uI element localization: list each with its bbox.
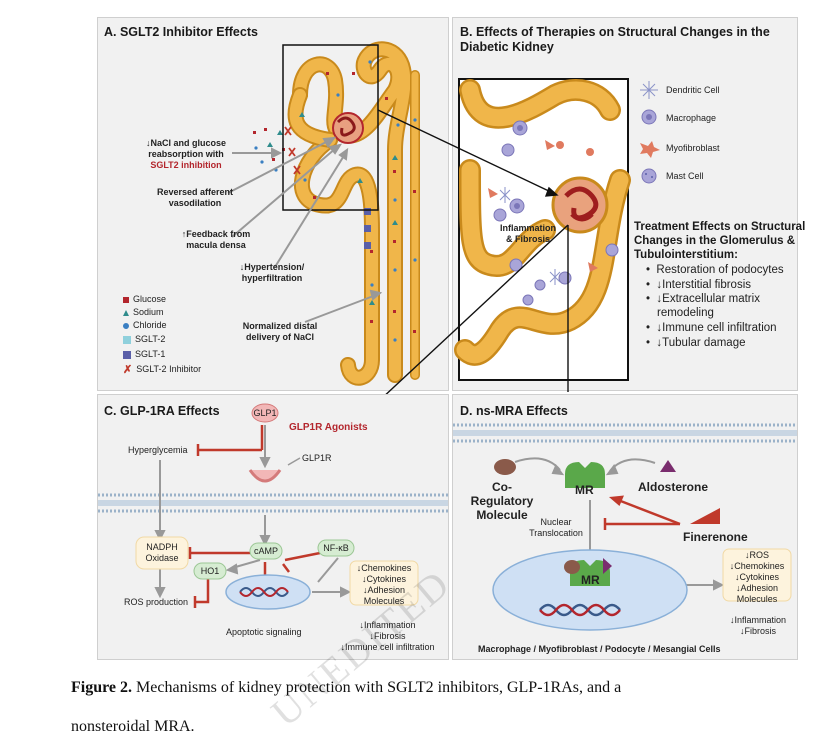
nucleus-d <box>492 549 688 631</box>
zoom-frame-a <box>282 44 379 211</box>
chemokine-box <box>349 560 419 606</box>
legend-glucose: Glucose <box>123 294 166 305</box>
square-icon <box>123 350 131 359</box>
glp1-ligand <box>251 403 279 423</box>
mr-label: MR <box>575 483 594 497</box>
glp1-label: GLP1 <box>253 408 277 418</box>
outcome-label-d: ↓Inflammation↓Fibrosis <box>729 615 787 636</box>
legend-dendritic: Dendritic Cell <box>666 85 720 95</box>
ros-production-label: ROS production <box>124 597 189 607</box>
glp1r-receptor <box>248 469 282 483</box>
legend-chloride: Chloride <box>123 320 167 331</box>
bullet-4: • ↓Immune cell infiltration <box>646 322 777 334</box>
panel-b-title: B. Effects of Therapies on Structural Ch… <box>460 25 770 54</box>
nadph-node <box>135 536 189 570</box>
camp-node <box>249 542 283 560</box>
legend-mast-cell: Mast Cell <box>666 171 704 181</box>
finerenone-icon <box>690 508 720 524</box>
immune-cells <box>488 120 619 306</box>
apoptotic-label: Apoptotic signaling <box>226 627 302 637</box>
glomerulus-b <box>551 176 609 234</box>
legend-sodium: Sodium <box>123 307 164 318</box>
triangle-icon <box>123 309 129 316</box>
macrophage-icon <box>641 109 657 125</box>
x-icon: ✗ <box>123 363 133 376</box>
tubule-particles <box>299 60 417 342</box>
cell-types-label: Macrophage / Myofibroblast / Podocyte / … <box>478 644 721 654</box>
panel-c-title: C. GLP-1RA Effects <box>104 404 220 418</box>
bullet-2: • ↓Interstitial fibrosis <box>646 279 752 291</box>
figure-caption-line2: nonsteroidal MRA. <box>71 718 195 735</box>
figure-caption: Figure 2. Mechanisms of kidney protectio… <box>71 679 622 696</box>
bullet-3: • ↓Extracellular matrix <box>646 293 760 305</box>
hyperglycemia-label: Hyperglycemia <box>128 445 188 455</box>
legend-macrophage: Macrophage <box>666 113 717 123</box>
circle-icon <box>123 322 129 329</box>
cell-membrane-d <box>453 423 797 443</box>
outcome-label-c: ↓Inflammation↓Fibrosis↓Immune cell infil… <box>340 620 435 652</box>
mast-cell-icon <box>641 168 657 184</box>
inflammation-label: Inflammation& Fibrosis <box>499 223 556 244</box>
sglt1-marker <box>364 208 371 215</box>
finerenone-label: Finerenone <box>683 530 748 544</box>
hyper-label: ↓Hypertension/hyperfiltration <box>239 262 305 283</box>
panel-a-title: A. SGLT2 Inhibitor Effects <box>104 25 258 39</box>
mr-receptor <box>565 462 605 488</box>
aldosterone-icon <box>660 460 676 472</box>
nucleus-c <box>225 574 311 610</box>
caption-label: Figure 2. <box>71 679 133 696</box>
bullet-5: • ↓Tubular damage <box>646 337 746 349</box>
cell-membrane-c <box>98 493 448 513</box>
panel-d-title: D. ns-MRA Effects <box>460 404 568 418</box>
legend-sglt1: SGLT-1 <box>123 349 165 360</box>
square-icon <box>123 335 131 344</box>
dna-icon <box>539 603 621 617</box>
camp-label: cAMP <box>253 546 278 556</box>
ros-box <box>722 548 792 602</box>
glp1r-label: GLP1R <box>302 453 332 463</box>
legend-sglt2-inhibitor: ✗ SGLT-2 Inhibitor <box>123 363 202 376</box>
bullet-1: • Restoration of podocytes <box>646 264 784 276</box>
nfkb-node <box>317 539 355 557</box>
square-icon <box>123 296 129 303</box>
aldosterone-label: Aldosterone <box>638 480 709 494</box>
ho1-label: HO1 <box>200 566 220 576</box>
bullet-3-cont: remodeling <box>657 307 714 319</box>
legend-sglt2: SGLT-2 <box>123 334 165 345</box>
agonists-label: GLP1R Agonists <box>289 422 368 433</box>
sglt2-inhibitor-marks <box>284 126 301 175</box>
ho1-node <box>193 562 227 580</box>
legend-myofibroblast: Myofibroblast <box>666 143 720 153</box>
coregulatory-molecule <box>494 459 516 475</box>
panel-c <box>97 394 449 660</box>
dendritic-cell-icon <box>640 81 658 99</box>
myofibroblast-icon <box>640 141 660 158</box>
nfkb-label: NF-κB <box>323 543 349 553</box>
mr2-label: MR <box>581 573 600 587</box>
